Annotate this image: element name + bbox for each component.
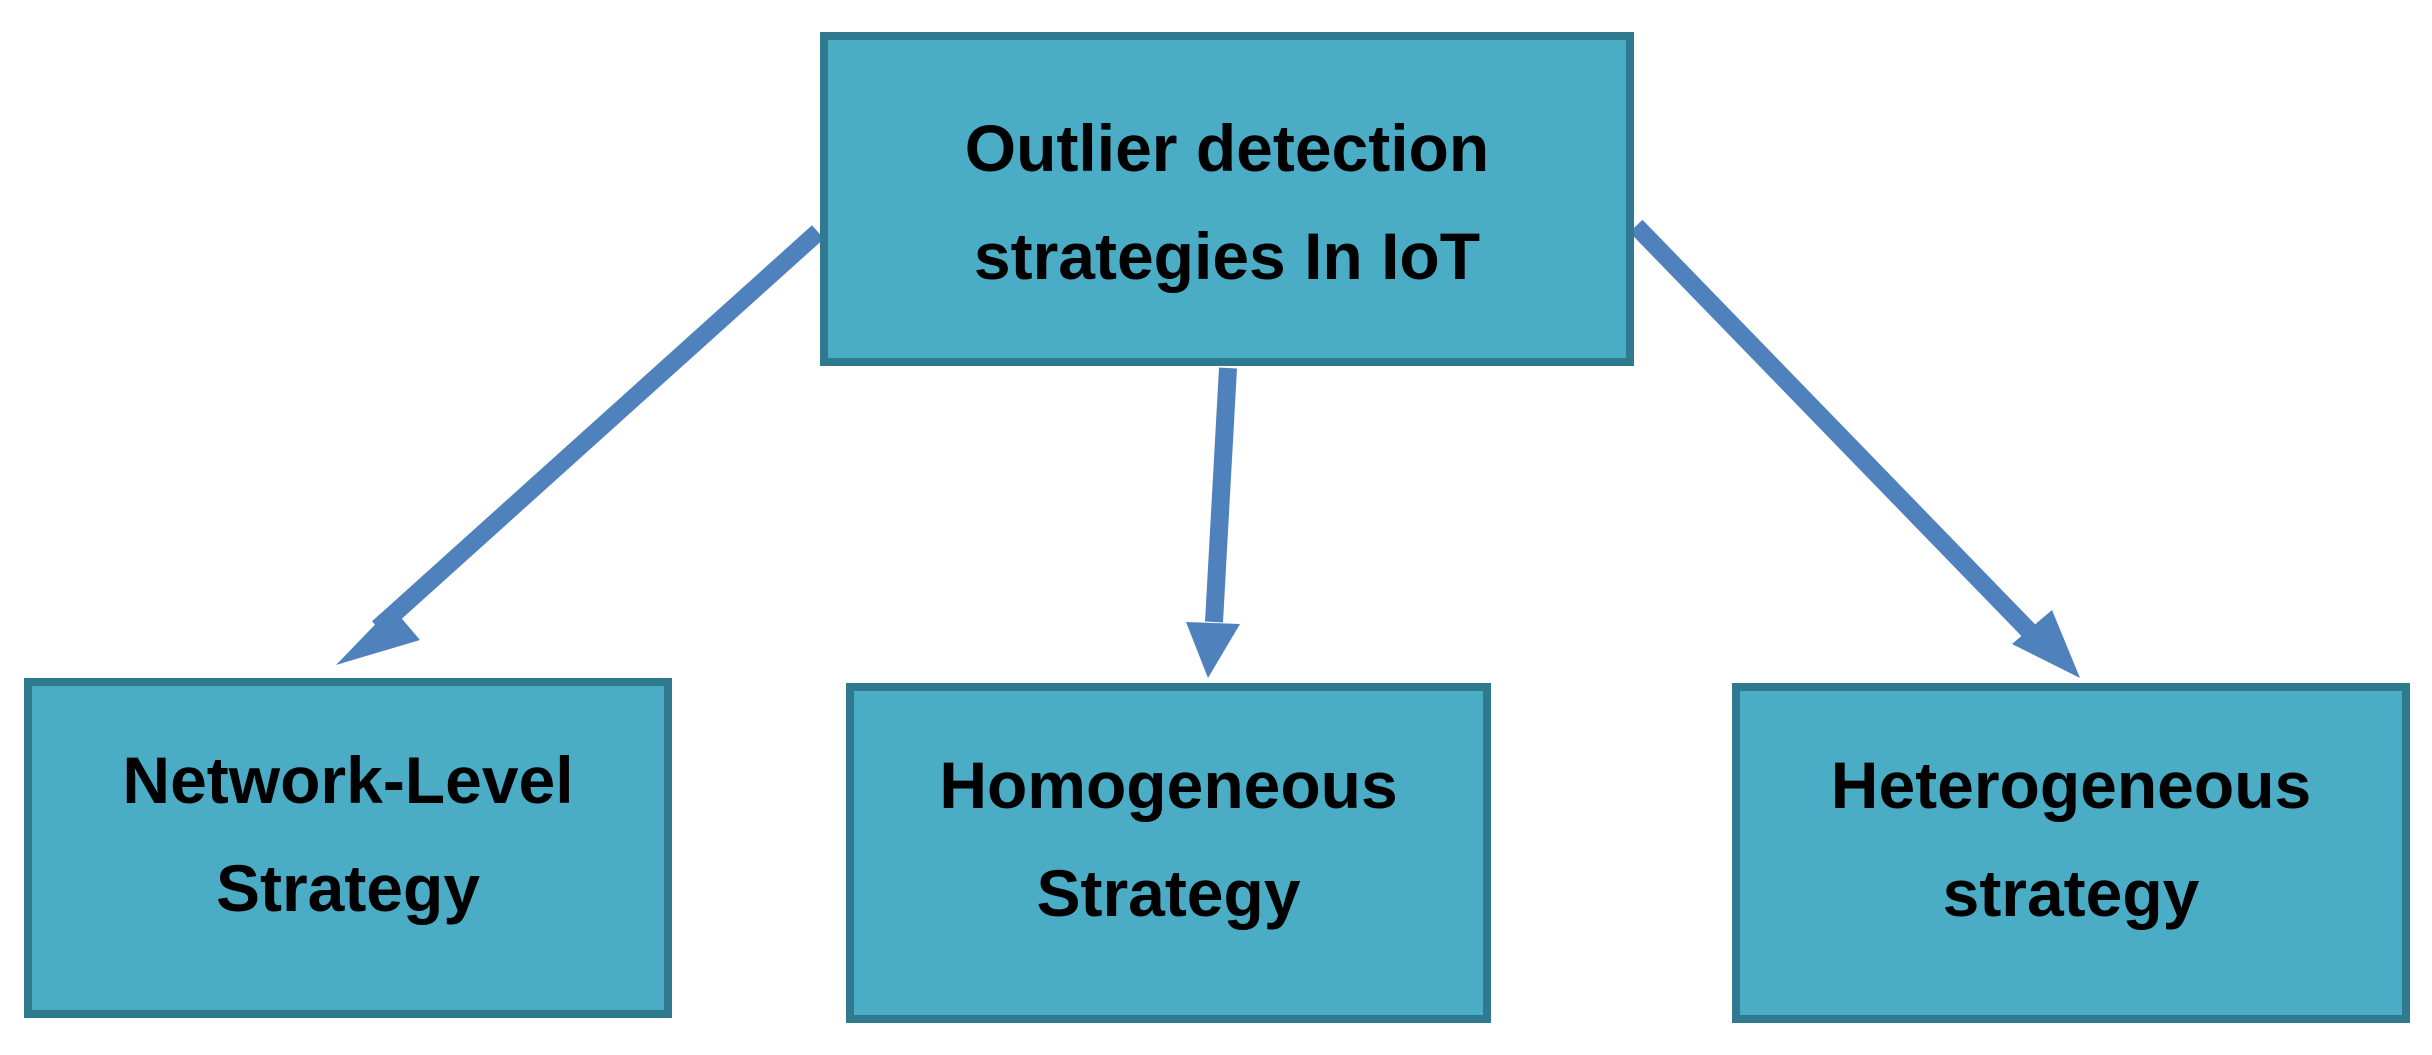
arrow-head-middle	[1186, 622, 1240, 678]
child-node-network-level: Network-Level Strategy	[24, 678, 672, 1018]
child-node-heterogeneous: Heterogeneous strategy	[1732, 683, 2410, 1023]
child-node-heterogeneous-line-2: strategy	[1942, 856, 2200, 930]
child-node-heterogeneous-text: Heterogeneous strategy	[1831, 731, 2311, 947]
arrow-head-left	[336, 607, 420, 665]
root-node-line-2: strategies In IoT	[973, 219, 1481, 293]
child-node-homogeneous-line-1: Homogeneous	[939, 748, 1398, 822]
child-node-network-level-line-2: Strategy	[215, 851, 481, 925]
child-node-heterogeneous-line-1: Heterogeneous	[1830, 748, 2312, 822]
child-node-network-level-line-1: Network-Level	[122, 743, 574, 817]
child-node-network-level-text: Network-Level Strategy	[122, 726, 573, 942]
child-node-homogeneous: Homogeneous Strategy	[846, 683, 1491, 1023]
arrow-shaft-left	[371, 225, 825, 635]
root-node-text: Outlier detection strategies In IoT	[965, 94, 1489, 310]
arrow-shaft-right	[1629, 219, 2039, 641]
arrow-shaft-middle	[1205, 367, 1237, 623]
root-node: Outlier detection strategies In IoT	[820, 32, 1634, 366]
arrow-head-right	[2012, 610, 2080, 678]
child-node-homogeneous-text: Homogeneous Strategy	[939, 731, 1397, 947]
child-node-homogeneous-line-2: Strategy	[1036, 856, 1301, 930]
root-node-line-1: Outlier detection	[964, 111, 1490, 185]
